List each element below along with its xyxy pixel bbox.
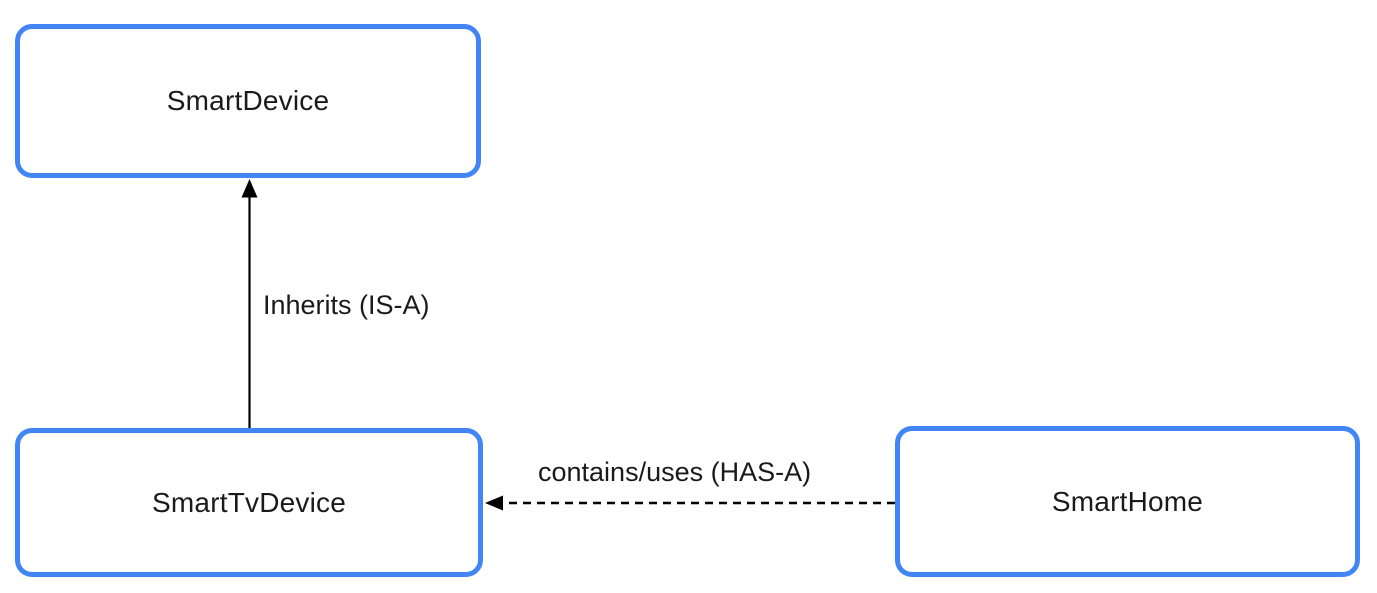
contains-uses-arrowhead-left-icon [485, 495, 503, 511]
edge-inherits-arrow [241, 179, 258, 428]
node-smart-home: SmartHome [895, 426, 1360, 577]
edge-label-inherits: Inherits (IS-A) [263, 290, 430, 320]
node-smart-device-label: SmartDevice [166, 85, 330, 116]
edge-contains-uses-arrow [485, 495, 895, 511]
edge-label-contains-uses: contains/uses (HAS-A) [538, 457, 812, 487]
node-smart-device: SmartDevice [15, 24, 481, 178]
node-smart-home-label: SmartHome [1051, 485, 1204, 517]
node-smart-tv-device: SmartTvDevice [15, 428, 483, 577]
node-smart-tv-device-label: SmartTvDevice [152, 486, 346, 518]
inherits-arrowhead-up-icon [241, 179, 258, 198]
